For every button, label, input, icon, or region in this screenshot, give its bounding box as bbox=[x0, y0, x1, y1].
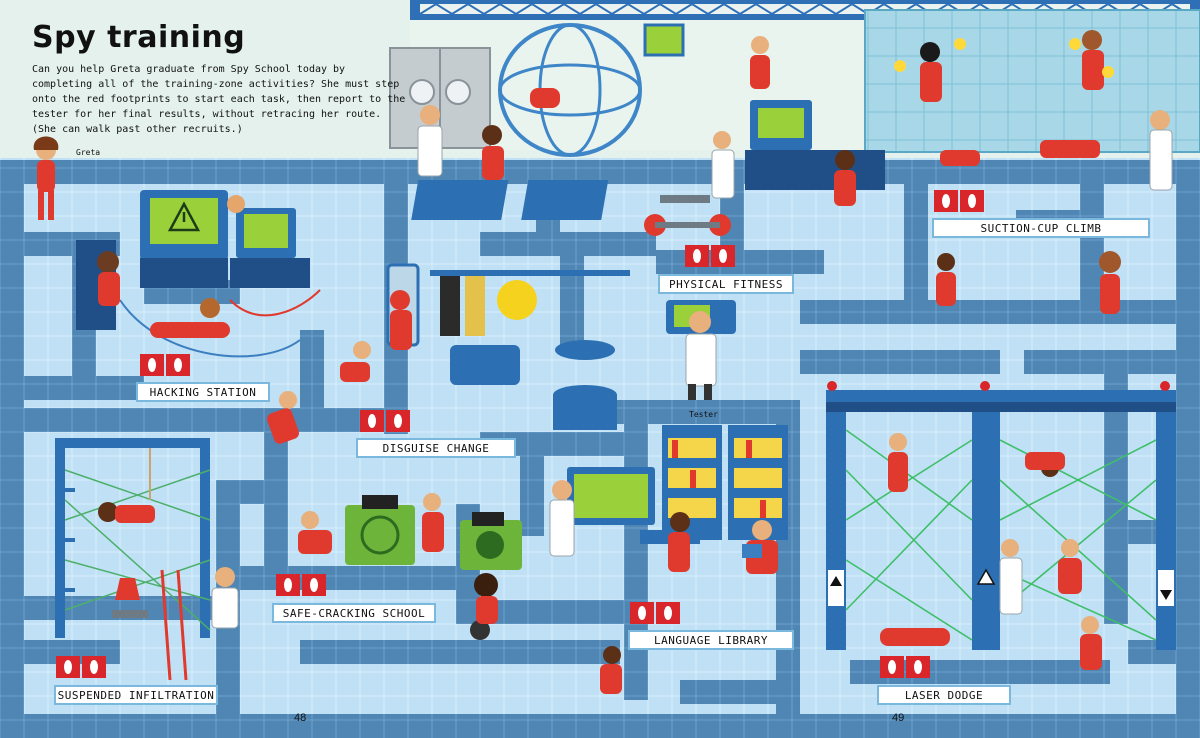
suction-climb-area bbox=[894, 30, 1173, 314]
greta-label: Greta bbox=[76, 148, 101, 157]
zone-label-language: LANGUAGE LIBRARY bbox=[628, 630, 794, 650]
zone-label-suspended: SUSPENDED INFILTRATION bbox=[54, 685, 218, 705]
fitness-area bbox=[411, 23, 885, 236]
intro-text: Can you help Greta graduate from Spy Sch… bbox=[32, 64, 406, 135]
zone-label-hacking: HACKING STATION bbox=[136, 382, 270, 402]
zone-label-safe: SAFE-CRACKING SCHOOL bbox=[272, 603, 436, 623]
zone-label-laser: LASER DODGE bbox=[877, 685, 1011, 705]
greta-character bbox=[33, 136, 59, 220]
zone-label-disguise: DISGUISE CHANGE bbox=[356, 438, 516, 458]
running-recruit bbox=[267, 391, 299, 444]
laser-warning-icon bbox=[976, 568, 996, 585]
double-door bbox=[389, 47, 491, 149]
safe-cracking-area bbox=[298, 493, 522, 640]
language-library bbox=[549, 425, 788, 694]
suspended-frame bbox=[55, 438, 239, 681]
page-number-left: 48 bbox=[294, 712, 307, 724]
zone-label-fitness: PHYSICAL FITNESS bbox=[658, 274, 794, 294]
disguise-area bbox=[340, 263, 630, 430]
climbing-wall bbox=[864, 9, 1200, 153]
tester-character bbox=[666, 300, 736, 400]
hacking-station bbox=[76, 190, 321, 358]
laser-dodge-area bbox=[826, 381, 1176, 670]
zone-label-suction: SUCTION-CUP CLIMB bbox=[932, 218, 1150, 238]
page-title: Spy training bbox=[32, 20, 246, 55]
down-arrow-icon bbox=[1160, 590, 1172, 600]
warning-icon bbox=[167, 201, 201, 232]
page-number-right: 49 bbox=[892, 712, 905, 724]
tester-label: Tester bbox=[689, 410, 718, 419]
up-arrow-icon bbox=[830, 576, 842, 586]
